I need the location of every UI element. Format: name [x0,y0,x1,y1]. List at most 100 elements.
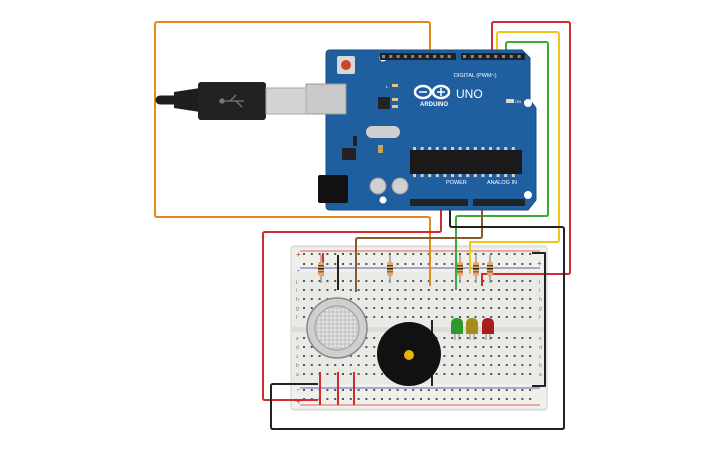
rail-hole [381,398,383,400]
terminal-hole [529,298,532,300]
chip-leg [481,174,485,177]
rail-hole [420,263,422,265]
terminal-hole [521,346,524,348]
terminal-hole [474,316,477,318]
terminal-hole [310,280,313,282]
rail-hole [521,389,524,391]
terminal-hole [490,307,493,309]
chip-leg [443,147,447,150]
arduino-uno: DIGITAL (PWM~) ARDUINO UNO L TX RX ON [305,49,537,211]
terminal-hole [388,307,391,309]
terminal-hole [529,355,532,357]
usb-b-port[interactable] [305,83,347,115]
rail-hole [396,263,399,265]
mount-hole [524,191,532,199]
resistor[interactable] [487,255,493,283]
wires [154,21,571,430]
chip-leg [489,174,492,177]
terminal-hole [326,289,329,291]
terminal-hole [459,364,461,366]
rail-hole [412,398,415,400]
row-letter: h [539,297,542,303]
terminal-hole [357,289,360,291]
rail-plus-top-right: + [537,259,542,268]
chip-leg [428,147,432,150]
rail-hole [427,263,430,265]
rail-hole [357,389,360,391]
terminal-hole [404,298,407,300]
power-jack[interactable] [318,175,348,203]
chip-leg [511,174,515,177]
usb-chip [378,97,390,109]
terminal-hole [303,316,305,318]
terminal-hole [482,346,485,348]
rail-hole [482,253,485,255]
terminal-hole [310,355,313,357]
led-green[interactable] [451,318,463,340]
rail-hole [420,389,422,391]
rail-hole [326,263,329,265]
rail-hole [451,398,454,400]
terminal-hole [498,346,500,348]
terminal-hole [334,280,337,282]
terminal-hole [318,364,321,366]
terminal-hole [420,289,422,291]
row-letter: c [296,354,299,360]
terminal-hole [529,346,532,348]
resistor[interactable] [318,255,324,283]
terminal-hole [357,373,360,375]
rail-hole [404,389,407,391]
rail-hole [466,398,469,400]
terminal-hole [529,364,532,366]
terminal-hole [342,280,344,282]
rail-hole [505,398,508,400]
resistor[interactable] [387,255,393,283]
rail-hole [435,263,438,265]
terminal-hole [513,316,516,318]
terminal-hole [521,355,524,357]
terminal-hole [388,289,391,291]
chip-leg [443,174,447,177]
terminal-hole [435,280,438,282]
terminal-hole [435,307,438,309]
rail-hole [482,389,485,391]
terminal-hole [498,355,500,357]
header-pin [478,55,482,58]
wire-yellow [469,31,560,274]
rail-hole [326,389,329,391]
terminal-hole [498,364,500,366]
terminal-hole [505,307,508,309]
header-pin [517,55,521,58]
terminal-hole [349,373,352,375]
terminal-hole [349,280,352,282]
terminal-hole [451,346,454,348]
terminal-hole [474,307,477,309]
led-yellow[interactable] [466,318,478,340]
led-body [482,318,494,334]
terminal-hole [498,289,500,291]
digital-header-label: DIGITAL (PWM~) [454,73,497,79]
terminal-hole [443,373,446,375]
gas-sensor[interactable] [306,297,368,359]
rail-hole [396,389,399,391]
rail-hole [435,389,438,391]
terminal-hole [459,355,461,357]
terminal-hole [310,346,313,348]
terminal-hole [357,355,360,357]
wire-red-signal [481,21,571,286]
terminal-hole [451,298,454,300]
led-red[interactable] [482,318,494,340]
header-pin [411,55,415,58]
resistor[interactable] [457,255,463,283]
rail-hole [388,253,391,255]
terminal-hole [373,298,376,300]
piezo-buzzer[interactable] [377,322,441,386]
terminal-hole [303,298,305,300]
rail-hole [310,263,313,265]
resistor[interactable] [473,255,479,283]
rail-hole [365,253,368,255]
rail-hole [349,398,352,400]
terminal-hole [505,346,508,348]
rail-hole [412,389,415,391]
terminal-hole [412,316,415,318]
